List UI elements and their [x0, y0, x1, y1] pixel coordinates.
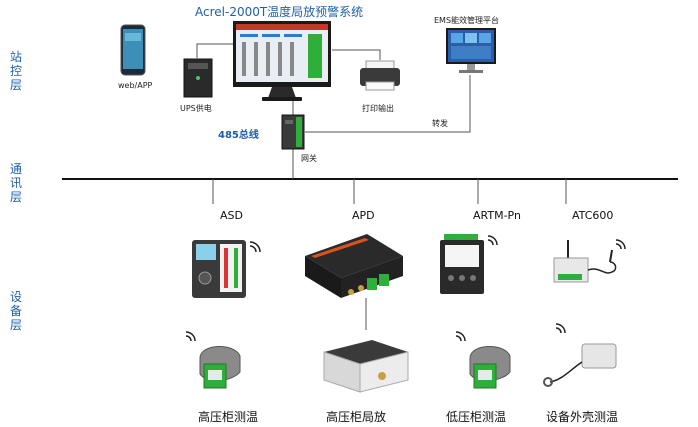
sensor-label-shell-temp: 设备外壳测温 — [546, 410, 619, 424]
gateway-icon — [281, 114, 305, 150]
bus-label: 485总线 — [218, 130, 259, 141]
shell-temp-sensor-icon — [543, 323, 617, 387]
forward-label: 转发 — [432, 119, 448, 128]
layer-char: 讯 — [9, 176, 22, 190]
device-label-apd: APD — [352, 209, 375, 222]
layer-char: 设 — [9, 290, 22, 304]
layer-char: 控 — [9, 64, 22, 78]
layer-char: 层 — [9, 318, 22, 332]
device-label-atc600: ATC600 — [572, 209, 614, 222]
layer-char: 站 — [9, 50, 22, 64]
layer-char: 通 — [9, 162, 22, 176]
hv-temp-sensor-icon — [185, 331, 241, 389]
pd-sensor-icon — [323, 340, 409, 393]
sensor-label-lv-temp: 低压柜测温 — [446, 410, 507, 424]
sensor-label-hv-temp: 高压柜测温 — [198, 410, 259, 424]
ems-monitor-icon — [446, 28, 496, 73]
printer-icon — [360, 60, 400, 91]
monitor-icon — [233, 21, 331, 101]
layer-label-station: 站 控 层 — [8, 50, 24, 92]
lv-temp-sensor-icon — [455, 331, 511, 389]
printer-label: 打印输出 — [362, 104, 394, 113]
phone-icon — [120, 24, 146, 76]
ups-label: UPS供电 — [180, 104, 212, 113]
layer-label-device: 设 备 层 — [8, 290, 24, 332]
phone-label: web/APP — [118, 81, 153, 90]
sensor-label-pd: 高压柜局放 — [326, 410, 387, 424]
layer-label-communication: 通 讯 层 — [8, 162, 24, 204]
ups-monitor-link — [196, 43, 235, 58]
gateway-label: 网关 — [301, 154, 317, 163]
apd-device-icon — [305, 234, 403, 298]
atc600-device-icon — [553, 239, 626, 283]
device-label-asd: ASD — [220, 209, 243, 222]
artm-device-icon — [440, 234, 498, 294]
layer-char: 层 — [9, 190, 22, 204]
layer-char: 层 — [9, 78, 22, 92]
ems-label: EMS能效管理平台 — [434, 16, 500, 25]
monitor-printer-link — [332, 49, 381, 60]
layer-char: 备 — [9, 304, 22, 318]
asd-device-icon — [192, 240, 261, 298]
system-title: Acrel-2000T温度局放预警系统 — [195, 5, 364, 19]
device-label-artm: ARTM-Pn — [473, 209, 521, 222]
ups-icon — [183, 58, 213, 98]
gateway-ems-link — [305, 75, 471, 133]
